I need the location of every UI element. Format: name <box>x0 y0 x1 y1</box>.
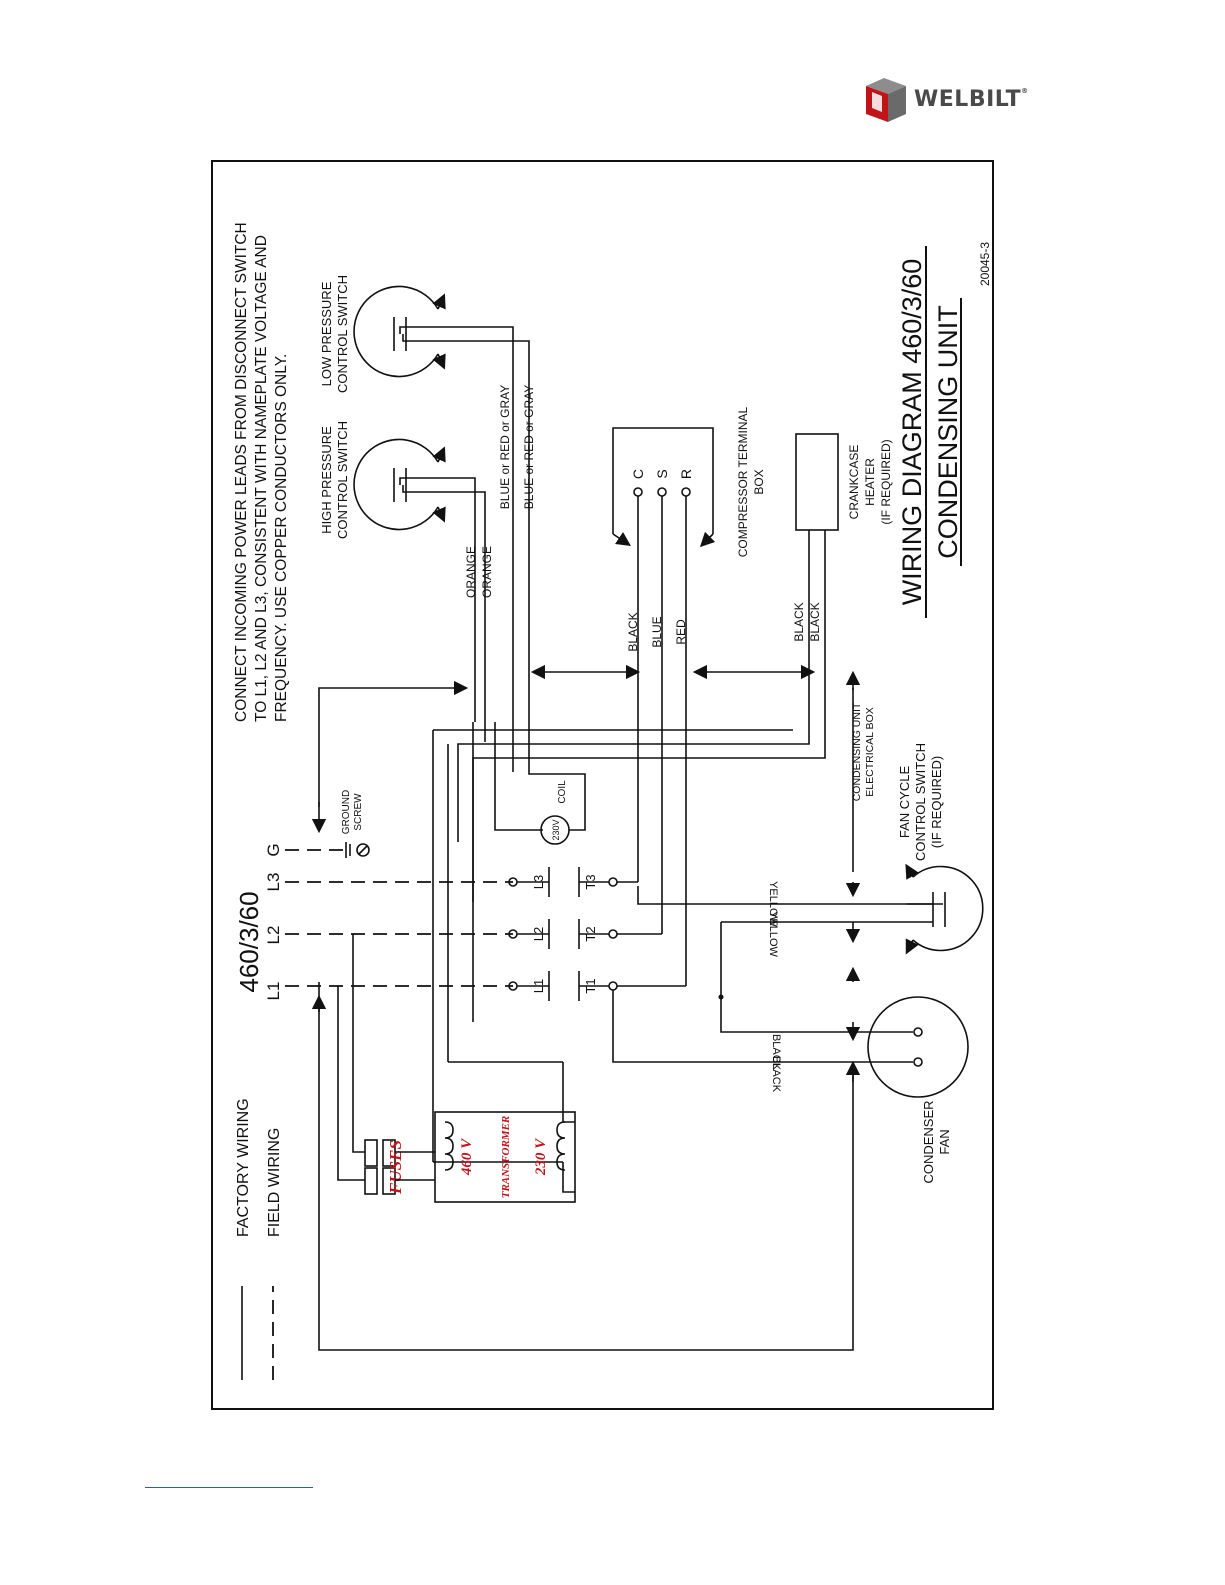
wire-black-fan-2: BLACK <box>770 1056 782 1093</box>
ground-label-line1: GROUND <box>341 790 352 834</box>
legend-factory-label: FACTORY WIRING <box>235 1098 252 1237</box>
crankcase-label-3: (IF REQUIRED) <box>879 439 893 524</box>
wire-black-fan-1: BLACK <box>770 1034 782 1071</box>
fuses-label: FUSES <box>386 1140 405 1195</box>
contactor-t3: T3 <box>583 874 598 889</box>
transformer: 460 V TRANSFORMER 230 V <box>395 1062 576 1203</box>
supply-l2-label: L2 <box>264 926 283 945</box>
comp-box-label-2: BOX <box>752 469 766 494</box>
wire-yellow-1: YELLOW <box>767 881 779 927</box>
ground-label-line2: SCREW <box>353 793 364 831</box>
title-line-1: WIRING DIAGRAM 460/3/60 <box>897 259 927 606</box>
condenser-fan-label-1: CONDENSER <box>921 1100 936 1183</box>
ground-screw: GROUND SCREW <box>341 790 370 858</box>
brand-reg: ® <box>1021 87 1029 95</box>
wiring-diagram-frame: FACTORY WIRING FIELD WIRING 460/3/60 L1 … <box>211 160 994 1410</box>
contactor-l2: L2 <box>531 927 546 941</box>
wire-orange-2: ORANGE <box>480 546 494 598</box>
wire-black-heater-2: BLACK <box>808 602 822 641</box>
comp-box-label-1: COMPRESSOR TERMINAL <box>736 406 750 557</box>
fan-cycle-switch: FAN CYCLE CONTROL SWITCH (IF REQUIRED) Y… <box>718 743 984 1033</box>
fan-switch-label-3: (IF REQUIRED) <box>929 756 944 848</box>
supply-l3-label: L3 <box>264 873 283 892</box>
wiring-diagram: FACTORY WIRING FIELD WIRING 460/3/60 L1 … <box>233 222 992 1380</box>
instruction-line-1: CONNECT INCOMING POWER LEADS FROM DISCON… <box>233 222 250 722</box>
wire-red-comp: RED <box>674 619 688 645</box>
contactor: L3 L2 L1 T3 T2 T1 <box>508 867 943 1063</box>
wire-brg-1: BLUE or RED or GRAY <box>498 385 512 509</box>
electrical-box-label-1: CONDENSING UNIT <box>851 702 863 801</box>
wire-brg-2: BLUE or RED or GRAY <box>522 385 536 509</box>
contactor-t1: T1 <box>583 978 598 993</box>
comp-terminal-c: C <box>630 469 646 479</box>
title-block: WIRING DIAGRAM 460/3/60 CONDENSING UNIT … <box>897 242 992 618</box>
crankcase-label-1: CRANKCASE <box>847 445 861 520</box>
supply-rating: 460/3/60 <box>234 891 264 992</box>
wire-blue-comp: BLUE <box>650 616 664 647</box>
contactor-l1: L1 <box>531 979 546 993</box>
condenser-fan: BLACK BLACK CONDENSER FAN <box>770 996 969 1184</box>
low-pressure-switch: LOW PRESSURE CONTROL SWITCH <box>319 275 530 722</box>
comp-terminal-s: S <box>654 469 670 478</box>
legend-field-label: FIELD WIRING <box>266 1128 283 1237</box>
transformer-secondary: 230 V <box>533 1137 549 1176</box>
legend: FACTORY WIRING FIELD WIRING <box>235 1098 283 1380</box>
coil-label: COIL <box>557 780 568 804</box>
wire-yellow-2: YELLOW <box>767 911 779 957</box>
compressor-terminal-box: C S R COMPRESSOR TERMINAL BOX <box>612 406 766 986</box>
electrical-box-label-2: ELECTRICAL BOX <box>864 707 876 796</box>
field-supply-lines <box>285 849 513 987</box>
fuses: FUSES <box>337 934 405 1195</box>
instruction-line-2: TO L1, L2 AND L3, CONSISTENT WITH NAMEPL… <box>253 235 270 722</box>
brand-name: WELBILT <box>914 87 1022 112</box>
contactor-coil: 230V COIL <box>540 780 586 845</box>
title-line-2: CONDENSING UNIT <box>933 305 963 559</box>
wire-black-heater-1: BLACK <box>792 602 806 641</box>
condenser-fan-label-2: FAN <box>937 1129 952 1154</box>
factory-harness <box>432 722 793 1163</box>
coil-voltage: 230V <box>551 819 561 840</box>
wire-black-comp: BLACK <box>626 612 640 651</box>
hp-switch-label-2: CONTROL SWITCH <box>335 421 350 539</box>
contactor-l3: L3 <box>531 875 546 889</box>
welbilt-logo-mark-icon <box>866 78 906 122</box>
comp-terminal-r: R <box>678 469 694 479</box>
fan-switch-label-2: CONTROL SWITCH <box>913 743 928 861</box>
welbilt-logo: WELBILT® <box>862 78 1062 124</box>
supply-l1-label: L1 <box>264 982 283 1001</box>
transformer-label: TRANSFORMER <box>500 1116 512 1199</box>
lp-switch-label-2: CONTROL SWITCH <box>335 275 350 393</box>
field-boundary <box>311 664 861 1351</box>
drawing-number: 20045-3 <box>978 242 992 286</box>
fan-switch-label-1: FAN CYCLE <box>897 766 912 839</box>
high-pressure-switch: HIGH PRESSURE CONTROL SWITCH <box>319 421 486 722</box>
footer-link-underline[interactable] <box>145 1487 313 1488</box>
crankcase-label-2: HEATER <box>863 458 877 506</box>
transformer-primary: 460 V <box>459 1137 475 1176</box>
hp-switch-label-1: HIGH PRESSURE <box>319 426 334 534</box>
supply-g-label: G <box>264 843 283 856</box>
lp-switch-label-1: LOW PRESSURE <box>319 281 334 386</box>
contactor-t2: T2 <box>583 926 598 941</box>
wire-orange-1: ORANGE <box>464 546 478 598</box>
instruction-line-3: FREQUENCY. USE COPPER CONDUCTORS ONLY. <box>273 354 290 722</box>
